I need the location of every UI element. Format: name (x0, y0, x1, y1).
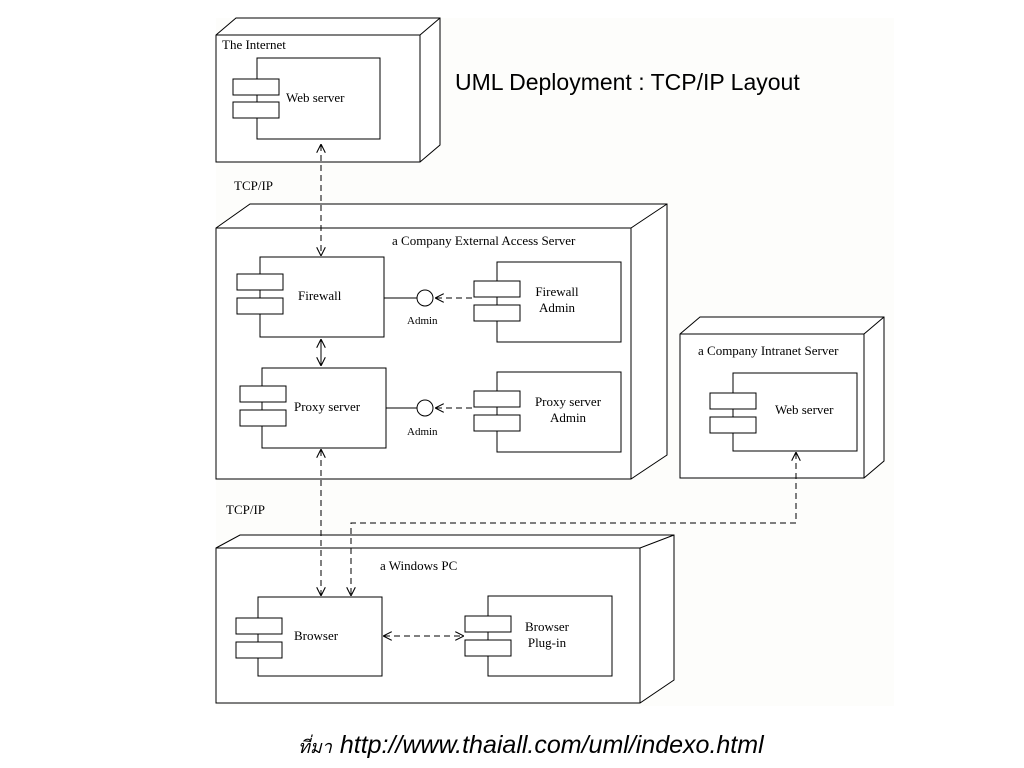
interface-label-firewall-admin: Admin (407, 315, 438, 327)
component-label-firewall-admin-1: Firewall (535, 284, 579, 299)
component-firewall-admin: Firewall Admin (473, 261, 622, 343)
component-internet-web-server: Web server (232, 57, 381, 140)
component-label-proxy-admin-1: Proxy server (535, 394, 602, 409)
component-firewall: Firewall (236, 256, 385, 338)
component-browser: Browser (235, 596, 383, 677)
link-intranet-browser (351, 453, 796, 595)
component-label-browser-plugin-1: Browser (525, 619, 570, 634)
component-label-internet-web-server: Web server (286, 90, 345, 105)
component-label-firewall: Firewall (298, 288, 342, 303)
interface-firewall-admin: Admin (384, 289, 472, 327)
node-label-windows-pc: a Windows PC (380, 558, 457, 573)
component-label-intranet-web-server: Web server (775, 402, 834, 417)
component-proxy-admin: Proxy server Admin (473, 371, 622, 453)
component-label-proxy-server: Proxy server (294, 399, 361, 414)
interface-label-proxy-admin: Admin (407, 426, 438, 438)
connection-label-tcpip-top: TCP/IP (234, 178, 273, 193)
component-label-browser: Browser (294, 628, 339, 643)
component-label-browser-plugin-2: Plug-in (528, 635, 567, 650)
diagram-title: UML Deployment : TCP/IP Layout (455, 69, 800, 95)
component-browser-plugin: Browser Plug-in (464, 595, 613, 677)
source-prefix: ที่มา (298, 734, 333, 758)
interface-proxy-admin: Admin (386, 399, 472, 438)
source-url[interactable]: http://www.thaiall.com/uml/indexo.html (340, 731, 765, 759)
component-label-firewall-admin-2: Admin (539, 300, 576, 315)
component-proxy-server: Proxy server (239, 367, 387, 449)
node-label-the-internet: The Internet (222, 37, 286, 52)
source-caption: ที่มา http://www.thaiall.com/uml/indexo.h… (298, 731, 765, 759)
component-label-proxy-admin-2: Admin (550, 410, 587, 425)
component-intranet-web-server: Web server (709, 372, 858, 452)
node-label-intranet-server: a Company Intranet Server (698, 343, 839, 358)
connection-label-tcpip-bottom: TCP/IP (226, 502, 265, 517)
node-label-external-access-server: a Company External Access Server (392, 233, 576, 248)
